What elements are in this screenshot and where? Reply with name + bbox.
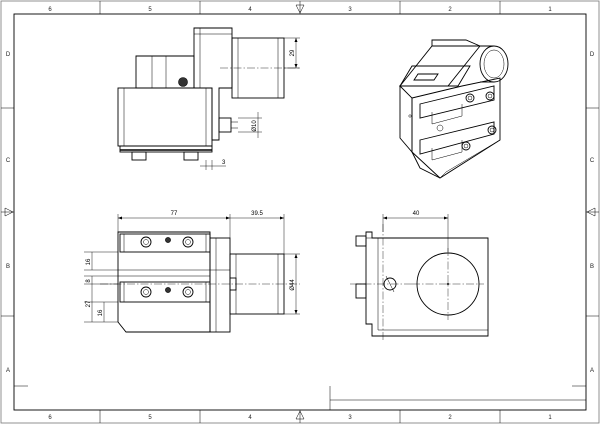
- zone-left-C: C: [6, 158, 11, 164]
- zone-left-A: A: [6, 368, 10, 374]
- dim-front-h1: 16: [86, 258, 92, 265]
- zone-bottom-6: 6: [48, 415, 52, 421]
- dim-front-width: 77: [171, 211, 178, 217]
- zone-right-C: C: [590, 158, 595, 164]
- zone-labels: 6 5 4 3 2 1 6 5 4 3 2 1 D C B A D C B A: [6, 7, 595, 421]
- zone-bottom-2: 2: [448, 415, 452, 421]
- dim-front-h2: 8: [86, 279, 92, 283]
- zone-top-5: 5: [148, 7, 152, 13]
- end-view: 40: [350, 211, 489, 340]
- dim-side-dia: Ø10: [252, 120, 258, 132]
- zone-left-B: B: [6, 264, 10, 270]
- zone-right-D: D: [590, 52, 595, 58]
- zone-bottom-1: 1: [548, 415, 552, 421]
- side-view: 29 Ø10 3: [117, 27, 300, 170]
- zone-bottom-4: 4: [248, 415, 252, 421]
- zone-right-B: B: [590, 264, 594, 270]
- dim-end-width: 40: [413, 211, 420, 217]
- dim-front-h3: 27: [86, 300, 92, 307]
- zone-bottom-3: 3: [348, 415, 352, 421]
- zone-top-6: 6: [48, 7, 52, 13]
- zone-top-1: 1: [548, 7, 552, 13]
- zone-top-4: 4: [248, 7, 252, 13]
- dim-front-h4: 16: [98, 309, 104, 316]
- zone-right-A: A: [590, 368, 594, 374]
- dim-side-height: 29: [290, 49, 296, 56]
- dim-front-dia: Ø44: [290, 279, 296, 291]
- zone-left-D: D: [6, 52, 11, 58]
- zone-top-3: 3: [348, 7, 352, 13]
- front-view: 77 39.5 Ø44 16 8 27 16: [84, 211, 300, 333]
- zone-top-2: 2: [448, 7, 452, 13]
- dim-front-length: 39.5: [251, 211, 263, 217]
- isometric-view: [399, 39, 509, 179]
- dim-side-offset: 3: [222, 160, 226, 166]
- zone-bottom-5: 5: [148, 415, 152, 421]
